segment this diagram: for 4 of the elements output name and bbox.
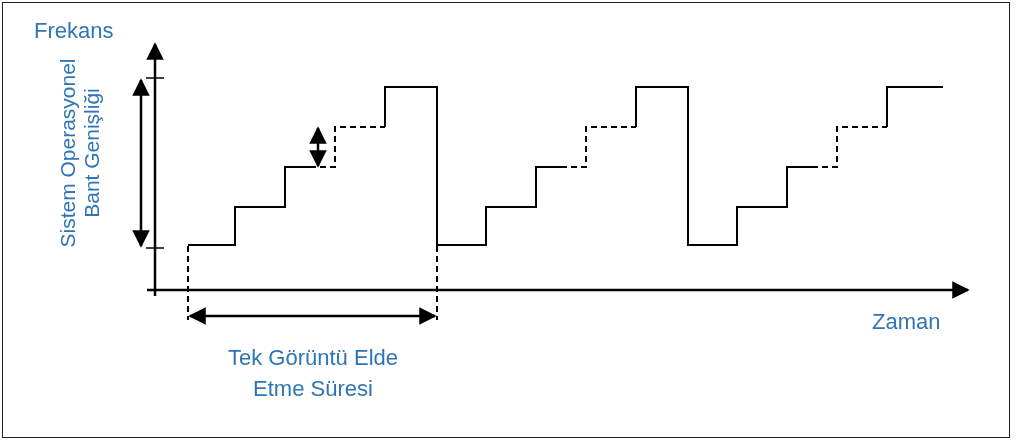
dimension-label: Tek Görüntü Elde Etme Süresi bbox=[228, 344, 398, 403]
axis-label: Sistem Operasyonel Bant Genişliği bbox=[56, 57, 104, 250]
axis-label: Frekans bbox=[34, 18, 114, 44]
axis-label: Zaman bbox=[872, 309, 941, 335]
